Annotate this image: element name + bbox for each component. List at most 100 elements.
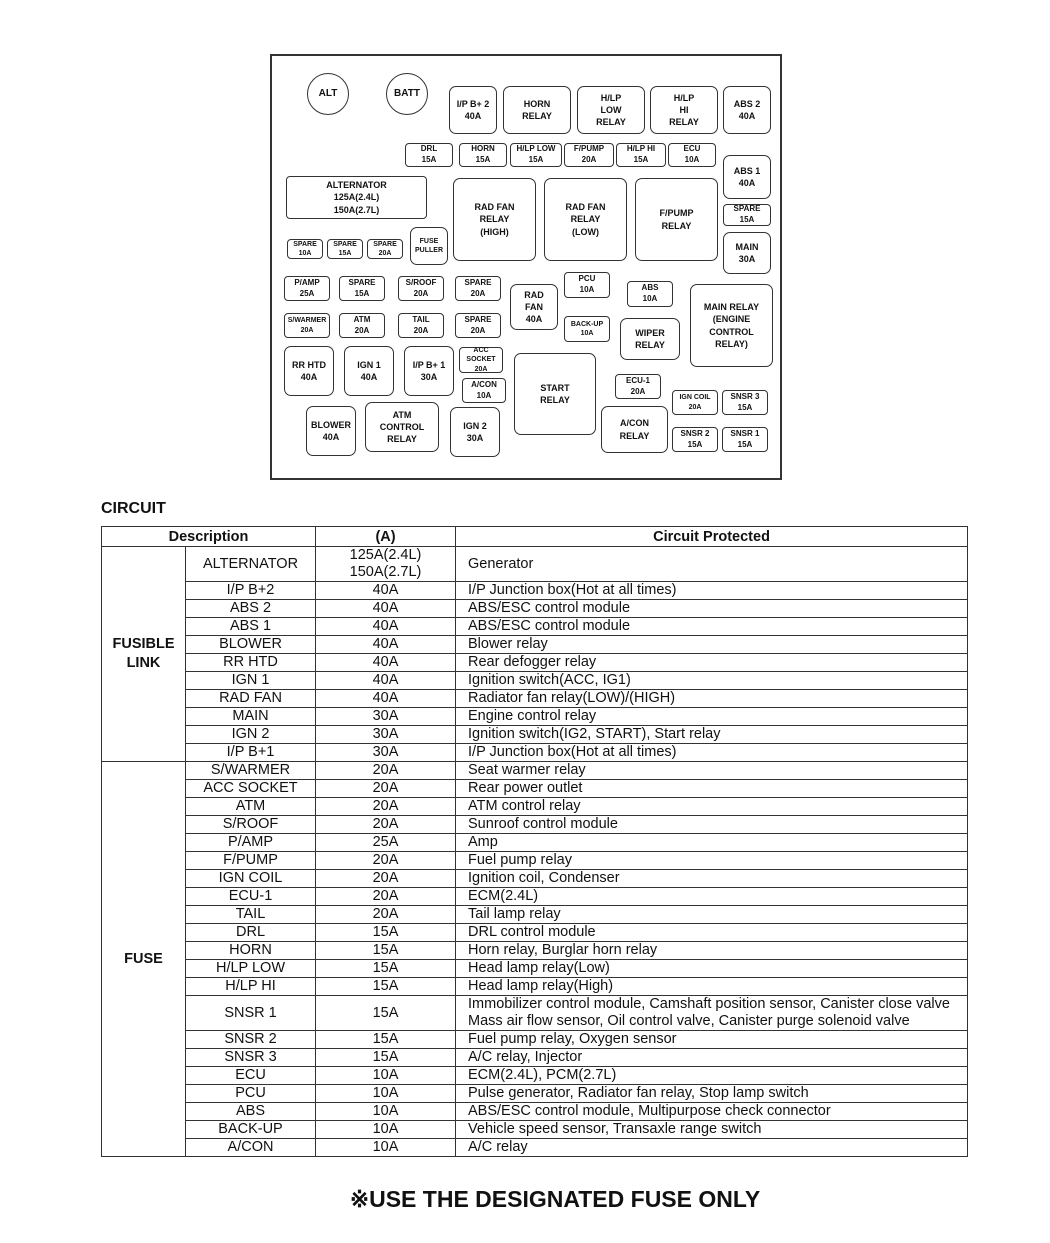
row-circuit-protected-text: I/P Junction box(Hot at all times) xyxy=(468,744,677,761)
fuse-label: ATM CONTROL RELAY xyxy=(379,409,425,445)
row-circuit-protected-text: Generator xyxy=(468,555,534,572)
fuse-pamp: P/AMP 25A xyxy=(284,276,330,301)
fuse-label: SNSR 1 15A xyxy=(730,428,760,449)
row-amp-text: 10A xyxy=(372,1085,399,1101)
row-name-text: RR HTD xyxy=(223,654,278,670)
row-name-text: PCU xyxy=(235,1085,266,1101)
fuse-label: HORN 15A xyxy=(471,144,495,164)
row-name: S/WARMER xyxy=(184,761,317,780)
row-circuit-protected-text: ATM control relay xyxy=(468,798,581,815)
fuse-hlp-low: H/LP LOW 15A xyxy=(510,143,562,167)
row-amp: 40A xyxy=(315,617,457,636)
row-amp: 40A xyxy=(315,581,457,600)
row-amp: 40A xyxy=(315,635,457,654)
row-name: ATM xyxy=(184,797,317,816)
row-amp: 10A xyxy=(315,1102,457,1121)
row-circuit-protected: Amp xyxy=(455,833,969,852)
row-name-text: I/P B+1 xyxy=(226,744,275,760)
fuse-ecu1: ECU-1 20A xyxy=(615,374,661,399)
row-amp: 30A xyxy=(315,707,457,726)
row-circuit-protected-text: ABS/ESC control module xyxy=(468,600,631,617)
fuse-label: SNSR 3 15A xyxy=(730,391,760,412)
row-circuit-protected: Generator xyxy=(455,546,969,582)
fuse-label: DRL 15A xyxy=(420,144,438,164)
fuse-acc-socket: ACC SOCKET 20A xyxy=(459,347,503,373)
row-circuit-protected: ECM(2.4L) xyxy=(455,887,969,906)
row-circuit-protected: ABS/ESC control module, Multipurpose che… xyxy=(455,1102,969,1121)
fuse-label: TAIL 20A xyxy=(412,314,430,335)
row-name: PCU xyxy=(184,1084,317,1103)
fuse-abs1: ABS 1 40A xyxy=(723,155,771,199)
fuse-ecu: ECU 10A xyxy=(668,143,716,167)
row-amp-text: 40A xyxy=(372,654,399,670)
fuse-label: SPARE 15A xyxy=(733,204,761,224)
row-circuit-protected-text: Pulse generator, Radiator fan relay, Sto… xyxy=(468,1085,809,1102)
row-circuit-protected-text: Head lamp relay(Low) xyxy=(468,960,610,977)
fuse-label: SPARE 10A xyxy=(293,240,317,257)
row-circuit-protected: DRL control module xyxy=(455,923,969,942)
row-name: A/CON xyxy=(184,1138,317,1157)
row-name: IGN 2 xyxy=(184,725,317,744)
fuse-label: H/LP HI RELAY xyxy=(669,92,699,128)
fuse-horn-relay: HORN RELAY xyxy=(503,86,571,134)
row-amp-text: 20A xyxy=(372,888,399,904)
row-amp: 40A xyxy=(315,653,457,672)
row-amp-text: 15A xyxy=(372,1031,399,1047)
row-circuit-protected: Vehicle speed sensor, Transaxle range sw… xyxy=(455,1120,969,1139)
row-name: DRL xyxy=(184,923,317,942)
fuse-horn: HORN 15A xyxy=(459,143,507,167)
fuse-drl: DRL 15A xyxy=(405,143,453,167)
row-circuit-protected: Horn relay, Burglar horn relay xyxy=(455,941,969,960)
row-circuit-protected: Head lamp relay(High) xyxy=(455,977,969,996)
row-circuit-protected: Tail lamp relay xyxy=(455,905,969,924)
row-name-text: ABS xyxy=(236,1103,266,1119)
row-circuit-protected: Sunroof control module xyxy=(455,815,969,834)
row-name: ECU xyxy=(184,1066,317,1085)
row-circuit-protected: Head lamp relay(Low) xyxy=(455,959,969,978)
row-name: TAIL xyxy=(184,905,317,924)
row-name: I/P B+1 xyxy=(184,743,317,762)
row-name: I/P B+2 xyxy=(184,581,317,600)
row-circuit-protected-text: Seat warmer relay xyxy=(468,762,586,779)
row-amp-text: 10A xyxy=(372,1121,399,1137)
row-name-text: F/PUMP xyxy=(223,852,278,868)
row-amp-text: 40A xyxy=(372,582,399,598)
fuse-atm-control-relay: ATM CONTROL RELAY xyxy=(365,402,439,452)
circuit-heading: CIRCUIT xyxy=(101,500,166,517)
row-name-text: DRL xyxy=(236,924,266,940)
row-amp: 15A xyxy=(315,959,457,978)
row-circuit-protected-text: Ignition switch(ACC, IG1) xyxy=(468,672,631,689)
row-amp-text: 20A xyxy=(372,762,399,778)
fuse-spare-15a-right: SPARE 15A xyxy=(723,204,771,226)
fuse-label: BLOWER 40A xyxy=(311,419,351,442)
fuse-main-relay: MAIN RELAY (ENGINE CONTROL RELAY) xyxy=(690,284,773,367)
fuse-label: RAD FAN 40A xyxy=(524,289,544,325)
row-circuit-protected-text: Rear power outlet xyxy=(468,780,583,797)
fuse-label: H/LP HI 15A xyxy=(626,144,656,164)
row-amp: 30A xyxy=(315,725,457,744)
fuse-label: IGN COIL 20A xyxy=(679,394,711,411)
fuse-label: ALT xyxy=(318,88,338,100)
fuse-acon-fuse: A/CON 10A xyxy=(462,378,506,403)
row-circuit-protected-text: Head lamp relay(High) xyxy=(468,978,614,995)
row-circuit-protected-text: Engine control relay xyxy=(468,708,597,725)
row-name-text: ACC SOCKET xyxy=(203,780,298,796)
row-name-text: IGN 2 xyxy=(231,726,270,742)
row-circuit-protected: Engine control relay xyxy=(455,707,969,726)
row-amp-text: 30A xyxy=(372,726,399,742)
fuse-label: FUSE PULLER xyxy=(415,237,443,254)
fuse-label: H/LP LOW 15A xyxy=(516,144,556,164)
